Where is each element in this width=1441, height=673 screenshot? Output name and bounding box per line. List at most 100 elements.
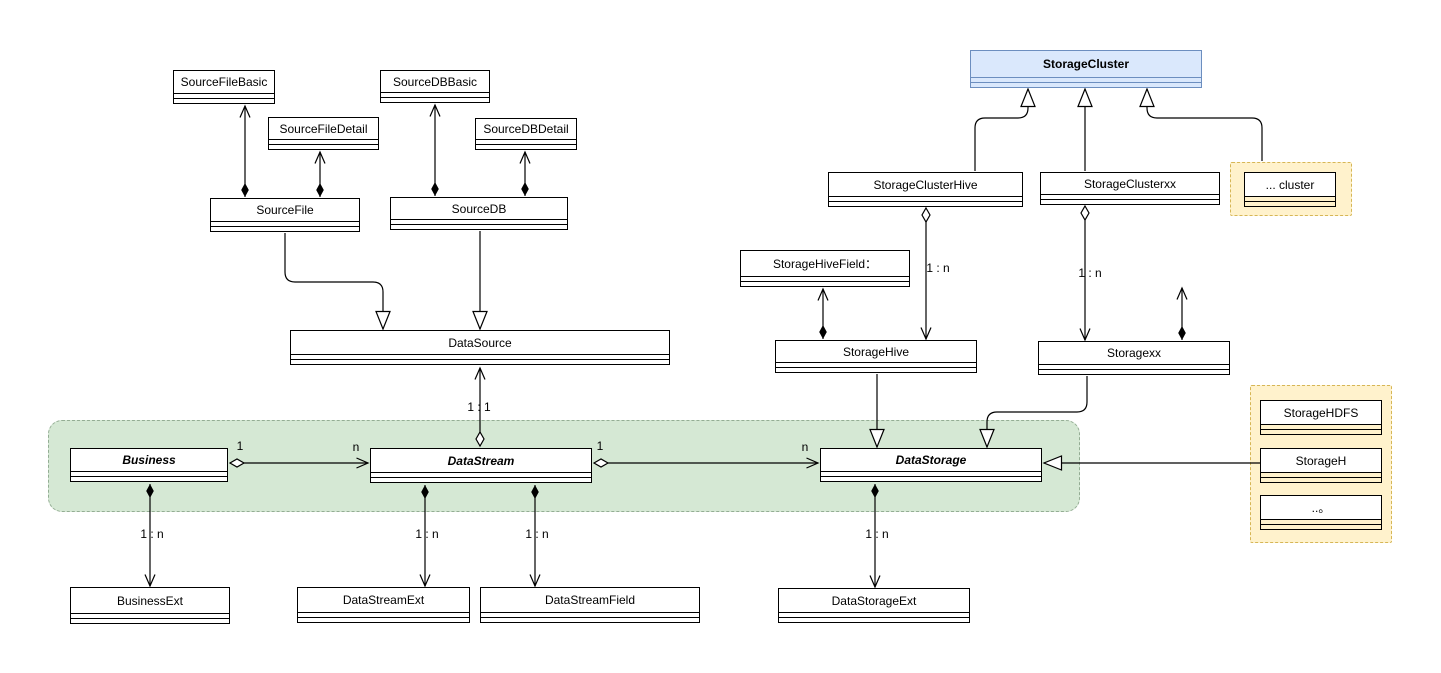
compartment-line: [269, 139, 378, 144]
edge-clusterhive-storagecluster: [974, 87, 1036, 171]
class-title: StorageClusterxx: [1083, 176, 1177, 191]
multiplicity-clusterhive-hive: 1 : n: [926, 261, 950, 275]
multiplicity-storage-ext: 1 : n: [865, 527, 889, 541]
multiplicity-stream-right: 1: [596, 439, 604, 453]
class-title: StorageHive: [842, 344, 910, 359]
class-title: DataStreamField: [544, 593, 636, 607]
compartment-line: [741, 281, 909, 286]
compartment-line: [779, 617, 969, 622]
compartment-line: [211, 221, 359, 226]
class-title: SourceDB: [451, 201, 507, 216]
compartment-line: [211, 226, 359, 231]
compartment-line: [476, 144, 576, 149]
class-source-file-detail[interactable]: SourceFileDetail: [268, 117, 379, 150]
compartment-line: [1039, 369, 1229, 374]
class-title: Storagexx: [1106, 346, 1162, 360]
class-data-storage[interactable]: DataStorage: [820, 448, 1042, 482]
class-title: SourceFileBasic: [180, 75, 268, 89]
class-title: DataStorageExt: [831, 593, 917, 608]
compartment-line: [1245, 201, 1335, 206]
class-data-stream[interactable]: DataStream: [370, 448, 592, 483]
class-cluster-more[interactable]: ... cluster: [1244, 172, 1336, 207]
class-storage-more[interactable]: ..。: [1260, 495, 1382, 530]
compartment-line: [1041, 194, 1219, 199]
compartment-line: [1261, 424, 1381, 429]
compartment-line: [481, 612, 699, 617]
class-title: ..。: [1311, 500, 1331, 515]
compartment-line: [776, 367, 976, 372]
compartment-line: [779, 612, 969, 617]
compartment-line: [291, 359, 669, 364]
compartment-line: [381, 92, 489, 97]
compartment-line: [1261, 477, 1381, 482]
class-title: SourceFile: [256, 203, 314, 217]
class-source-file-basic[interactable]: SourceFileBasic: [173, 70, 275, 104]
multiplicity-clusterxx-xx: 1 : n: [1078, 266, 1102, 280]
class-source-db[interactable]: SourceDB: [390, 197, 568, 230]
compartment-line: [776, 362, 976, 367]
class-storage-hive-field[interactable]: StorageHiveField：: [740, 250, 910, 287]
edge-clustermore-storagecluster: [1139, 87, 1263, 161]
class-title: BusinessExt: [116, 593, 184, 608]
class-source-file[interactable]: SourceFile: [210, 198, 360, 232]
edge-sourcefile-datasource: [284, 233, 391, 331]
class-storage-cluster-hive[interactable]: StorageClusterHive: [828, 172, 1023, 207]
compartment-line: [298, 617, 469, 622]
compartment-line: [1041, 199, 1219, 204]
class-title: Business: [122, 453, 176, 467]
multiplicity-business-right: 1: [236, 439, 244, 453]
class-title: SourceFileDetail: [279, 121, 368, 136]
compartment-line: [391, 219, 567, 224]
class-source-db-basic[interactable]: SourceDBBasic: [380, 70, 490, 103]
compartment-line: [291, 354, 669, 359]
multiplicity-stream-source: 1 : 1: [467, 400, 491, 414]
compartment-line: [1261, 524, 1381, 529]
class-title: DataStream: [447, 453, 515, 468]
class-title: StorageCluster: [1042, 57, 1130, 71]
class-data-storage-ext[interactable]: DataStorageExt: [778, 588, 970, 623]
class-storage-h[interactable]: StorageH: [1260, 448, 1382, 483]
class-business-ext[interactable]: BusinessExt: [70, 587, 230, 624]
class-data-source[interactable]: DataSource: [290, 330, 670, 365]
compartment-line: [71, 618, 229, 623]
compartment-line: [371, 472, 591, 477]
class-title: StorageHDFS: [1283, 405, 1359, 420]
multiplicity-storage-left: n: [801, 440, 809, 454]
compartment-line: [476, 139, 576, 144]
compartment-line: [971, 82, 1201, 87]
class-title: SourceDBDetail: [483, 122, 569, 136]
compartment-line: [298, 612, 469, 617]
compartment-line: [829, 196, 1022, 201]
class-title: StorageClusterHive: [873, 177, 978, 192]
class-storage-xx[interactable]: Storagexx: [1038, 341, 1230, 375]
multiplicity-stream-ext: 1 : n: [415, 527, 439, 541]
compartment-line: [174, 93, 274, 98]
compartment-line: [391, 224, 567, 229]
class-source-db-detail[interactable]: SourceDBDetail: [475, 118, 577, 150]
compartment-line: [829, 201, 1022, 206]
compartment-line: [1245, 196, 1335, 201]
class-storage-hive[interactable]: StorageHive: [775, 340, 977, 373]
compartment-line: [269, 144, 378, 149]
multiplicity-stream-field: 1 : n: [525, 527, 549, 541]
class-title: StorageHiveField：: [772, 256, 878, 271]
compartment-line: [1039, 364, 1229, 369]
class-storage-cluster-xx[interactable]: StorageClusterxx: [1040, 172, 1220, 205]
compartment-line: [174, 98, 274, 103]
class-title: DataSource: [448, 335, 512, 350]
class-storage-cluster[interactable]: StorageCluster: [970, 50, 1202, 88]
class-business[interactable]: Business: [70, 448, 228, 482]
compartment-line: [71, 476, 227, 481]
class-storage-hdfs[interactable]: StorageHDFS: [1260, 400, 1382, 435]
compartment-line: [71, 613, 229, 618]
compartment-line: [821, 476, 1041, 481]
compartment-line: [741, 276, 909, 281]
compartment-line: [381, 97, 489, 102]
compartment-line: [371, 477, 591, 482]
compartment-line: [1261, 429, 1381, 434]
class-data-stream-ext[interactable]: DataStreamExt: [297, 587, 470, 623]
edge-storagexx-datastorage: [979, 376, 1088, 449]
class-data-stream-field[interactable]: DataStreamField: [480, 587, 700, 623]
